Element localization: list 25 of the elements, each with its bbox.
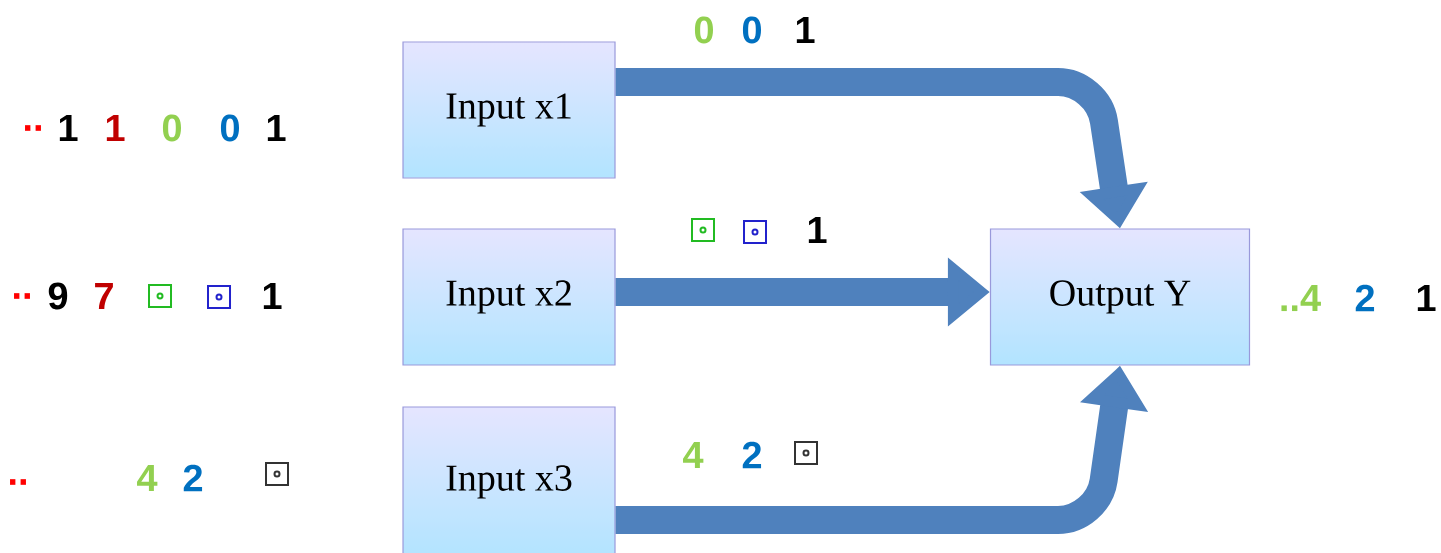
digit-label: 4 bbox=[683, 441, 704, 469]
input-box: Input x2 bbox=[402, 228, 616, 366]
digit-label: 4 bbox=[137, 464, 158, 492]
digit-label: 2 bbox=[1355, 284, 1375, 312]
digit-label: 0 bbox=[742, 16, 761, 44]
digit-label: 1 bbox=[808, 216, 827, 244]
digit-label: 1 bbox=[267, 114, 286, 142]
digit-label: 1 bbox=[796, 16, 815, 44]
digit-label: 0 bbox=[162, 114, 181, 142]
digit-label: 1 bbox=[1417, 284, 1436, 312]
digit-label: 2 bbox=[742, 441, 762, 469]
digit-label: .. bbox=[10, 479, 26, 485]
digit-label: .. bbox=[14, 293, 30, 299]
input-box: Input x3 bbox=[402, 406, 616, 553]
output-box: Output Y bbox=[989, 228, 1251, 366]
digit-label: 0 bbox=[220, 114, 239, 142]
digit-label: 9 bbox=[48, 282, 68, 310]
input-box: Input x1 bbox=[402, 41, 616, 179]
digit-label: 2 bbox=[183, 464, 203, 492]
digit-label: 1 bbox=[106, 114, 125, 142]
digit-label: 7 bbox=[95, 282, 113, 310]
digit-label: 0 bbox=[694, 16, 713, 44]
digit-label: 1 bbox=[263, 282, 282, 310]
digit-label: .. bbox=[25, 125, 41, 131]
digit-label: 1 bbox=[59, 114, 78, 142]
